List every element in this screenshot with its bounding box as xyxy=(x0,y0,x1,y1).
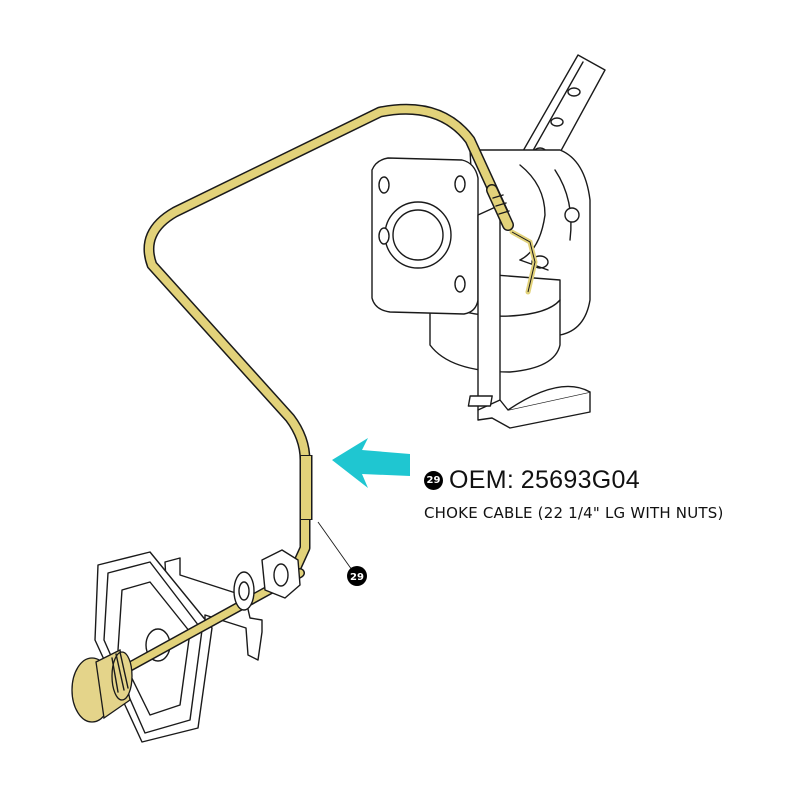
oem-row: 29 OEM: 25693G04 xyxy=(424,462,724,498)
pointer-arrow-icon xyxy=(332,438,410,488)
knob-assembly xyxy=(71,549,305,743)
leader-badge-number: 29 xyxy=(350,572,364,583)
leader-line xyxy=(317,521,353,571)
choke-cable-highlight xyxy=(143,103,514,576)
part-callout: 29 OEM: 25693G04 CHOKE CABLE (22 1/4" LG… xyxy=(424,462,724,522)
oem-prefix: OEM xyxy=(449,465,507,494)
part-number-badge: 29 xyxy=(424,470,443,490)
part-description: CHOKE CABLE (22 1/4" LG WITH NUTS) xyxy=(424,504,724,522)
oem-separator: : xyxy=(506,465,521,494)
oem-number: 25693G04 xyxy=(520,465,640,494)
leader-badge-circle xyxy=(347,566,367,586)
